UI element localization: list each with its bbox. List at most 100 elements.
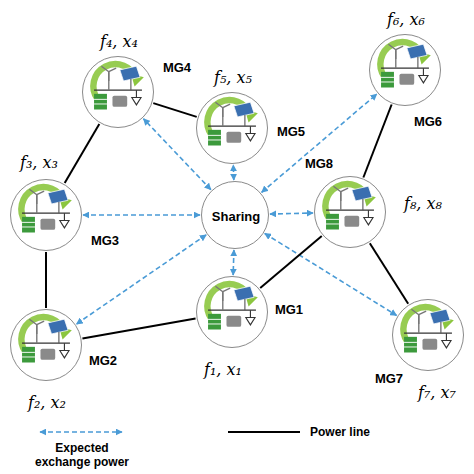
battery [208,130,221,146]
microgrid-icon [197,93,267,163]
bus-bar [208,125,256,126]
power-line [260,236,322,288]
generator [344,216,359,227]
power-line [370,243,408,304]
panel-stand [130,79,131,90]
power-line [45,252,47,308]
dashed-sample [40,431,122,433]
microgrid-name: MG8 [305,156,333,171]
generator [399,74,414,85]
microgrid-circle: f₃, x₃MG3 [10,179,82,251]
microgrid-circle: f₄, x₄MG4 [82,56,154,128]
objective-label: f₄, x₄ [100,32,138,51]
objective-label: f₅, x₅ [214,68,252,87]
exchange-arrow [83,214,200,216]
load-feed [368,210,369,217]
microgrid-icon [197,277,267,347]
solar-panel [407,44,427,59]
battery-lines [208,135,221,140]
battery [22,347,35,363]
sharing-circle: Sharing [201,181,269,249]
power-line [153,103,196,117]
node-label: Sharing [212,209,260,224]
generator [226,316,241,327]
panel-stand [58,202,59,213]
battery-lines [94,99,107,104]
solar-panel [48,189,68,204]
turbine-blades [215,102,230,117]
panel-stand [244,299,245,310]
battery [208,314,221,330]
microgrid-name: MG5 [277,124,305,139]
microgrid-icon [370,35,440,105]
battery [326,214,339,230]
battery-lines [381,77,394,82]
bus-bar [404,332,452,333]
legend-text: Expected exchange power [30,441,134,469]
bus-bar [22,342,70,343]
generator [226,132,241,143]
microgrid-circle: f₆, x₆MG6 [369,34,441,106]
load-feed [250,310,251,317]
battery-lines [208,319,221,324]
solar-panel [234,286,254,301]
microgrid-name: MG2 [89,353,117,368]
solar-panel [48,319,68,334]
generator [422,339,437,350]
microgrid-icon [11,310,81,380]
exchange-arrow [76,235,206,324]
microgrid-circle: f₁, x₁MG1 [196,276,268,348]
objective-label: f₆, x₆ [387,10,425,29]
battery-lines [326,219,339,224]
load-symbol [246,134,255,141]
panel-stand [244,115,245,126]
objective-label: f₁, x₁ [204,360,242,379]
turbine-blades [101,66,116,81]
load-symbol [442,341,451,348]
battery [22,217,35,233]
turbine-blades [29,319,44,334]
power-line [82,318,195,338]
load-symbol [132,98,141,105]
battery [94,94,107,110]
generator [40,349,55,360]
microgrid-name: MG3 [91,233,119,248]
load-feed [423,68,424,75]
turbine-blades [29,189,44,204]
battery-lines [404,342,417,347]
bus-bar [22,212,70,213]
panel-stand [58,332,59,343]
microgrid-circle: f₈, x₈MG8 [314,176,386,248]
microgrid-name: MG7 [375,371,403,386]
battery-lines [22,352,35,357]
panel-stand [440,322,441,333]
microgrid-circle: f₅, x₅MG5 [196,92,268,164]
power-line [65,124,100,183]
microgrid-icon [83,57,153,127]
microgrid-icon [315,177,385,247]
bus-bar [326,209,374,210]
exchange-arrow [232,165,234,180]
solar-panel [234,102,254,117]
load-symbol [60,351,69,358]
legend-text: Power line [310,425,430,439]
load-feed [446,333,447,340]
turbine-blades [411,309,426,324]
exchange-arrow [232,250,234,275]
load-feed [64,343,65,350]
bus-bar [381,67,429,68]
microgrid-name: MG1 [275,302,303,317]
load-symbol [246,318,255,325]
solar-panel [352,186,372,201]
load-feed [136,90,137,97]
bus-bar [208,309,256,310]
load-symbol [60,221,69,228]
battery-lines [22,222,35,227]
load-feed [250,126,251,133]
microgrid-circle: f₇, x₇MG7 [392,299,464,371]
power-line-sample [228,431,300,433]
microgrid-circle: f₂, x₂MG2 [10,309,82,381]
load-symbol [419,76,428,83]
bus-bar [94,89,142,90]
